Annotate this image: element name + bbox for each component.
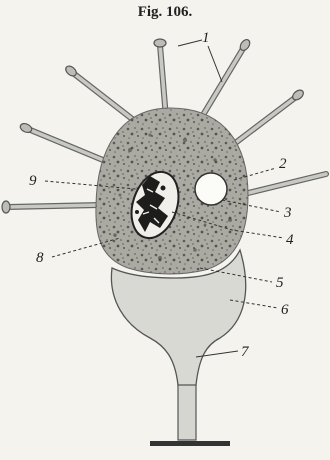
label-2: 2 <box>279 156 287 172</box>
label-9: 9 <box>29 173 37 189</box>
label-6: 6 <box>281 302 289 318</box>
label-8: 8 <box>36 250 44 266</box>
substrate-base <box>150 441 230 446</box>
label-7: 7 <box>241 344 250 360</box>
label-4: 4 <box>286 232 294 248</box>
label-3: 3 <box>283 205 292 221</box>
label-5: 5 <box>276 275 284 291</box>
label-1: 1 <box>202 30 210 46</box>
